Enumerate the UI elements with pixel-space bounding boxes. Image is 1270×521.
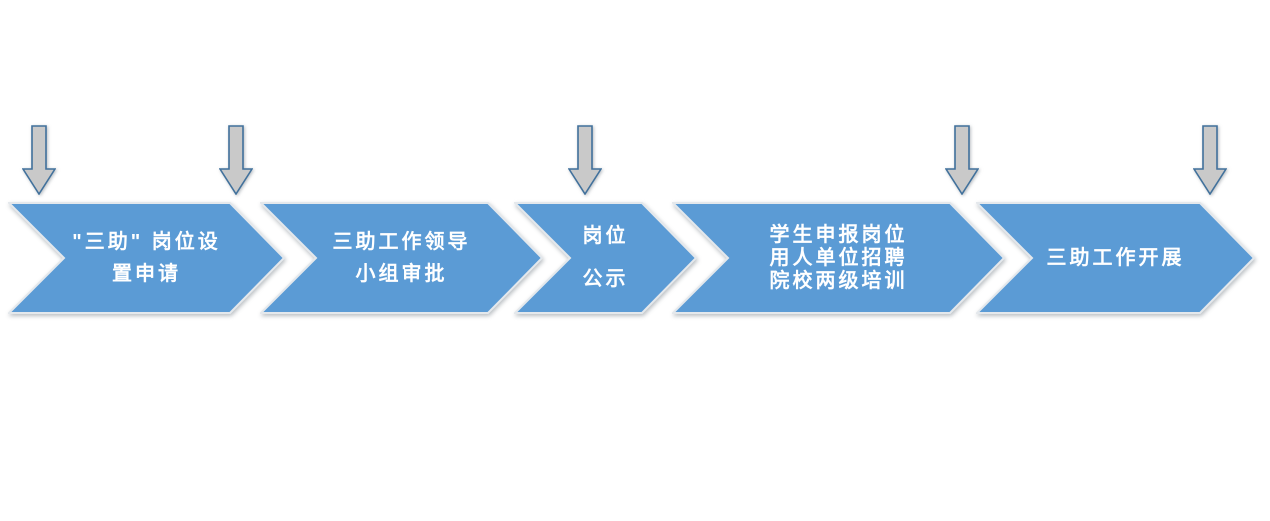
step-label: "三助" 岗位设 置申请 xyxy=(8,202,285,314)
chevron-arrow-shape xyxy=(8,202,285,314)
step-label-line: "三助" 岗位设 xyxy=(72,231,221,253)
step-label-line: 三助工作开展 xyxy=(1046,247,1185,269)
down-arrow-shape xyxy=(567,125,603,196)
flow-step-post-publicity: 岗位 公示 xyxy=(514,202,697,314)
down-arrow-shape xyxy=(218,125,254,196)
step-label: 三助工作开展 xyxy=(976,202,1255,314)
step-label: 学生申报岗位 用人单位招聘 院校两级培训 xyxy=(672,202,1005,314)
step-label-line: 公示 xyxy=(582,268,629,290)
flow-step-work-launch: 三助工作开展 xyxy=(976,202,1255,314)
flow-step-leading-group-approval: 三助工作领导 小组审批 xyxy=(260,202,543,314)
step-label-line: 院校两级培训 xyxy=(769,269,908,292)
down-arrow-icon xyxy=(1192,125,1228,196)
flow-step-apply-recruit-train: 学生申报岗位 用人单位招聘 院校两级培训 xyxy=(672,202,1005,314)
down-arrow-shape xyxy=(944,125,980,196)
step-label: 岗位 公示 xyxy=(514,202,697,314)
chevron-arrow-shape xyxy=(672,202,1005,314)
chevron-arrow-shape xyxy=(976,202,1255,314)
step-label-line: 三助工作领导 xyxy=(332,231,471,253)
down-arrow-icon xyxy=(944,125,980,196)
chevron-arrow-shape xyxy=(514,202,697,314)
step-label-line: 用人单位招聘 xyxy=(769,246,908,269)
step-label-line: 小组审批 xyxy=(355,263,448,285)
flow-step-post-setup-application: "三助" 岗位设 置申请 xyxy=(8,202,285,314)
step-label: 三助工作领导 小组审批 xyxy=(260,202,543,314)
down-arrow-shape xyxy=(1192,125,1228,196)
chevron-arrow-shape xyxy=(260,202,543,314)
down-arrow-icon xyxy=(567,125,603,196)
down-arrow-shape xyxy=(21,125,57,196)
step-label-line: 岗位 xyxy=(582,225,629,247)
down-arrow-icon xyxy=(21,125,57,196)
step-label-line: 学生申报岗位 xyxy=(769,223,908,246)
step-label-line: 置申请 xyxy=(112,263,181,285)
down-arrow-icon xyxy=(218,125,254,196)
